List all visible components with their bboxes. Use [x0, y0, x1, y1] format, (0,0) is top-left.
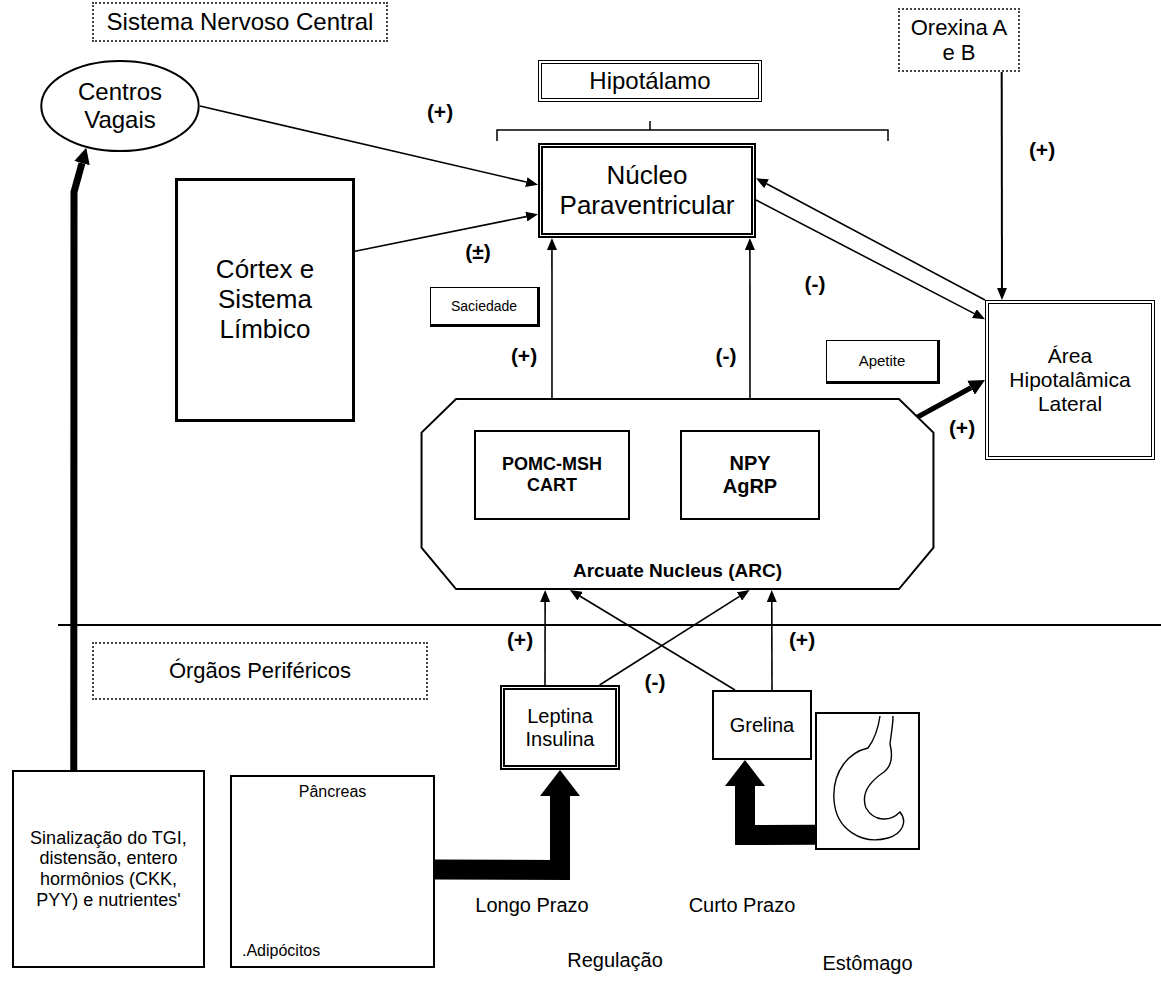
periphery-label-box: Órgãos Periféricos	[92, 642, 428, 700]
node-text: Hipotálamo	[583, 67, 716, 95]
connector-arrow	[745, 786, 815, 835]
connector-arrow	[1001, 72, 1003, 288]
connector-arrow	[600, 596, 740, 685]
connector-arrow	[771, 602, 773, 690]
node-text: POMC-MSH CART	[478, 454, 626, 495]
arcuate-octagon: Arcuate Nucleus (ARC) POMC-MSH CART NPY Ag…	[420, 398, 935, 590]
vagal-centers-ellipse: Centros Vagais	[40, 60, 200, 152]
hormone-box: Leptina Insulina	[500, 685, 620, 770]
connector-arrow	[756, 200, 974, 314]
hypothalamus-box: Hipotálamo	[538, 60, 762, 102]
connector-arrow	[74, 163, 82, 770]
connector-arrow	[544, 602, 546, 685]
node-text: Córtex e Sistema Límbico	[180, 255, 350, 345]
node-text: Arcuate Nucleus (ARC)	[567, 560, 788, 582]
sign-label: (+)	[1027, 138, 1057, 162]
node-text: Sistema Nervoso Central	[101, 8, 380, 36]
signal-box: Sinalização do TGI, distensão, entero ho…	[12, 770, 205, 968]
caption-label: Longo Prazo	[473, 894, 590, 917]
system-label-box: Sistema Nervoso Central	[92, 2, 388, 42]
sign-label: (+)	[505, 628, 535, 652]
lateral-area-box: Área Hipotalâmica Lateral	[985, 300, 1155, 460]
node-text: Leptina Insulina	[507, 705, 613, 751]
appetite-tag: Apetite	[826, 340, 940, 384]
cortex-box: Córtex e Sistema Límbico	[175, 178, 355, 422]
node-text: Saciedade	[445, 298, 523, 314]
node-text: Pâncreas	[293, 783, 373, 801]
organ-box: Pâncreas .Adipócitos	[230, 775, 435, 968]
connector-arrow	[767, 184, 985, 300]
node-text: Sinalização do TGI, distensão, entero ho…	[16, 828, 201, 911]
sign-label: (-)	[714, 344, 739, 368]
divider-line	[58, 624, 1161, 626]
octagon-outline	[422, 399, 934, 589]
sign-label: (±)	[463, 240, 493, 264]
sign-label: (-)	[803, 272, 828, 296]
sign-label: (+)	[787, 628, 817, 652]
connector-arrow	[435, 796, 560, 870]
node-text: Órgãos Periféricos	[163, 658, 357, 683]
node-text: .Adipócitos	[236, 942, 326, 960]
stomach-drawing	[834, 716, 904, 840]
hormone-box: Grelina	[712, 690, 812, 760]
neuron-box: NPY AgRP	[680, 430, 820, 520]
node-text: Apetite	[853, 352, 912, 369]
caption-label: Curto Prazo	[687, 894, 798, 917]
node-text: Grelina	[724, 714, 800, 737]
node-text: Estômago	[816, 952, 918, 975]
node-text: NPY AgRP	[698, 452, 802, 498]
sign-label: (-)	[643, 670, 668, 694]
satiety-tag: Saciedade	[430, 287, 540, 327]
caption-label: Regulação	[565, 949, 665, 972]
sign-label: (+)	[425, 100, 455, 124]
connector-arrow	[200, 106, 526, 182]
node-text: Núcleo Paraventricular	[545, 161, 749, 221]
hypothalamus-bracket	[497, 121, 888, 141]
sign-label: (+)	[509, 344, 539, 368]
node-text: Centros Vagais	[42, 78, 198, 133]
ellipse-outline	[41, 61, 198, 151]
stomach-box: Estômago	[815, 712, 920, 850]
sign-label: (+)	[947, 416, 977, 440]
connector-arrow	[355, 217, 526, 252]
nucleus-box: Núcleo Paraventricular	[538, 143, 756, 238]
orexin-box: Orexina A e B	[898, 8, 1020, 72]
neuron-box: POMC-MSH CART	[474, 430, 630, 520]
node-text: Área Hipotalâmica Lateral	[991, 344, 1149, 416]
node-text: Orexina A e B	[902, 15, 1016, 66]
